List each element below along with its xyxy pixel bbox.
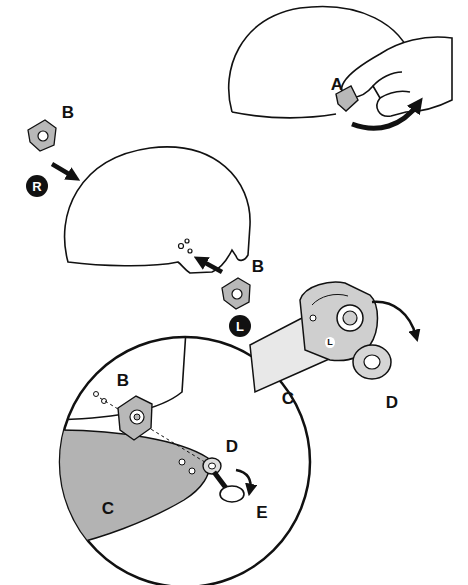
callout-letter: B <box>62 104 74 121</box>
side-letter: R <box>32 180 41 193</box>
mount-holes <box>179 239 193 253</box>
detail-contents <box>55 330 250 548</box>
fit-arrow <box>52 164 74 177</box>
part-b-right <box>28 120 56 151</box>
callout-letter: L <box>325 337 335 348</box>
washer-d <box>353 345 391 379</box>
rotate-arrow <box>372 302 416 336</box>
fit-arrow <box>200 260 222 272</box>
side-marker-disc: R <box>26 175 48 197</box>
side-marker-disc: L <box>229 315 251 337</box>
callout-letter: B <box>252 258 264 275</box>
hand <box>342 37 452 116</box>
callout-letter: A <box>331 76 343 93</box>
removal-arrow <box>352 104 418 128</box>
callout-letter: C <box>282 390 294 407</box>
callout-letter: D <box>226 438 238 455</box>
part-b-left <box>222 278 250 309</box>
middle-helmet <box>65 147 251 273</box>
callout-letter: E <box>256 504 267 521</box>
callout-letter: B <box>117 372 129 389</box>
side-letter: L <box>236 320 244 333</box>
visor-pivot <box>250 282 378 392</box>
callout-letter: C <box>102 500 114 517</box>
callout-letter: D <box>386 394 398 411</box>
